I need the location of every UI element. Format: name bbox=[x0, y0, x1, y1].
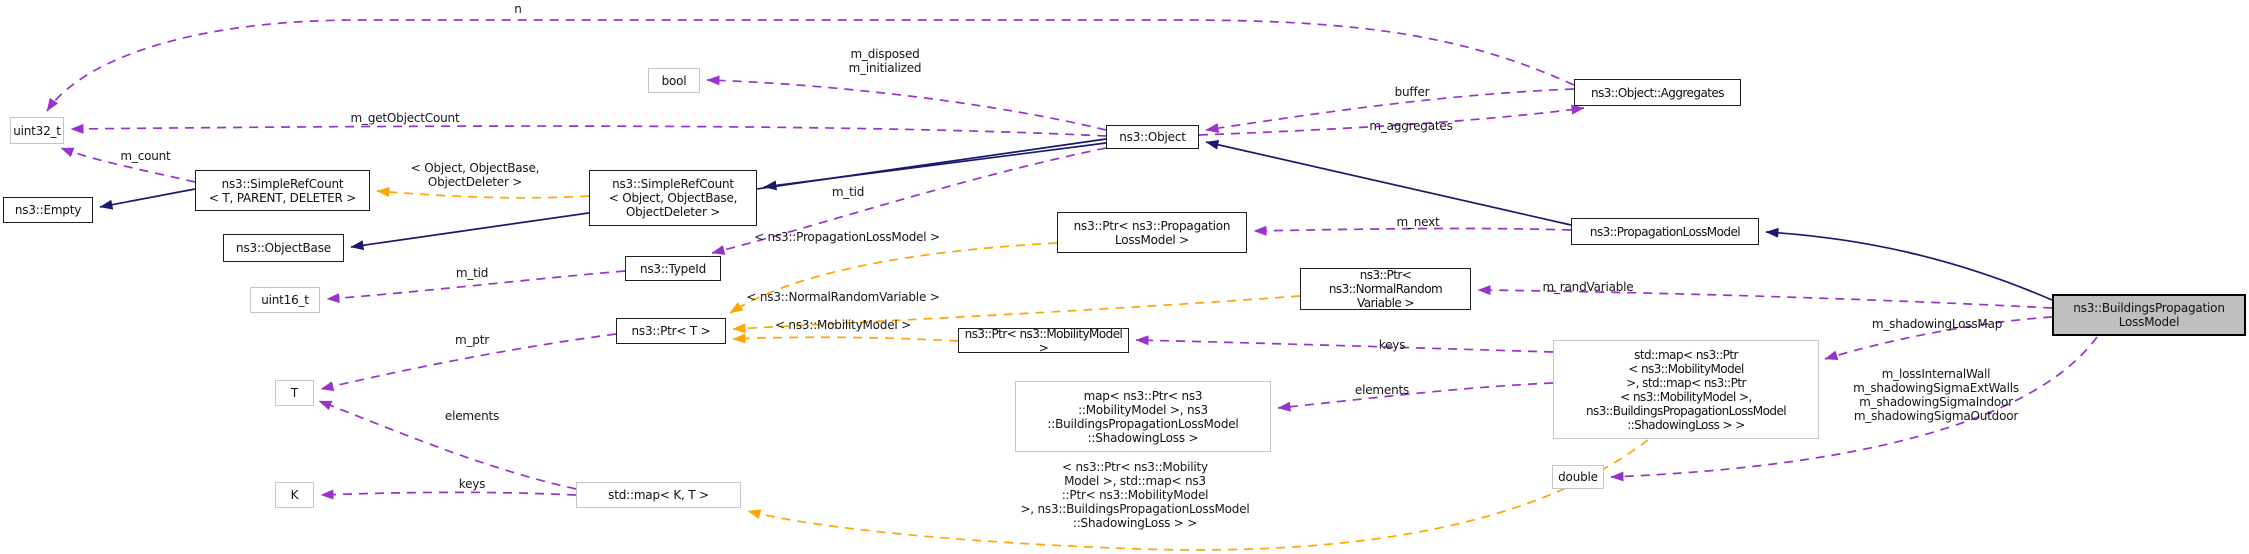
class-box-ns3-buildingspropagationlossmodel[interactable]: ns3::BuildingsPropagation LossModel bbox=[2052, 294, 2246, 336]
edge-label-m-randvariable: m_randVariable bbox=[1542, 280, 1634, 294]
edge-use-aggregates-object-buffer bbox=[1205, 88, 1575, 134]
edge-label-m-aggregates: m_aggregates bbox=[1369, 119, 1453, 133]
class-box-ns3-simplerefcount-object[interactable]: ns3::SimpleRefCount < Object, ObjectBase… bbox=[589, 170, 757, 226]
class-box-ns3-empty[interactable]: ns3::Empty bbox=[3, 197, 93, 223]
edge-label-keys-k: keys bbox=[458, 477, 486, 491]
class-box-ns3-ptr-t[interactable]: ns3::Ptr< T > bbox=[616, 318, 726, 344]
edge-label-m-ptr: m_ptr bbox=[455, 333, 489, 347]
edge-tmpl-srcobject-srct bbox=[376, 187, 590, 199]
edge-inherit-simplerefcount-empty bbox=[99, 188, 196, 210]
class-box-ns3-object-aggregates[interactable]: ns3::Object::Aggregates bbox=[1574, 79, 1741, 106]
edge-inherit-object-simplerefcount bbox=[763, 142, 1107, 191]
edge-use-object-uint32 bbox=[70, 123, 1107, 137]
edge-label-template-shadowingloss-map: < ns3::Ptr< ns3::Mobility Model >, std::… bbox=[1020, 460, 1250, 530]
edge-use-object-bool bbox=[706, 75, 1107, 131]
class-box-ns3-typeid[interactable]: ns3::TypeId bbox=[625, 256, 721, 281]
edge-label-m-getobjectcount: m_getObjectCount bbox=[350, 111, 460, 125]
edge-use-simplerefcount-uint32 bbox=[60, 147, 196, 183]
type-box-bool: bool bbox=[648, 68, 700, 93]
edge-use-bigmap-ptrmm-keys bbox=[1135, 335, 1554, 353]
edge-label-template-mobilitymodel: < ns3::MobilityModel > bbox=[774, 318, 912, 332]
edge-label-m-count: m_count bbox=[120, 149, 171, 163]
edge-label-n: n bbox=[514, 2, 522, 16]
edge-inherit-plm-object bbox=[1205, 139, 1572, 226]
edge-label-elements-map: elements bbox=[1354, 383, 1410, 397]
edge-label-keys-ptr: keys bbox=[1378, 338, 1406, 352]
edge-label-buffer: buffer bbox=[1394, 85, 1430, 99]
class-box-ns3-objectbase[interactable]: ns3::ObjectBase bbox=[223, 234, 344, 262]
edge-label-m-next: m_next bbox=[1396, 215, 1440, 229]
edge-label-template-object-objectbase-objectdeleter: < Object, ObjectBase, ObjectDeleter > bbox=[410, 161, 540, 189]
edge-tmpl-ptrplm-ptrt bbox=[729, 242, 1058, 314]
edge-inherit-bplm-plm bbox=[1765, 227, 2053, 301]
type-box-k: K bbox=[275, 482, 314, 508]
edge-use-plm-ptrplm-next bbox=[1253, 225, 1572, 236]
edge-label-elements-t: elements bbox=[444, 409, 500, 423]
type-box-double: double bbox=[1552, 465, 1604, 489]
type-box-map-shadowingloss: map< ns3::Ptr< ns3 ::MobilityModel >, ns… bbox=[1015, 381, 1271, 452]
edge-use-bplm-ptrnrv bbox=[1477, 285, 2053, 309]
edge-label-m-disposed-m-initialized: m_disposed m_initialized bbox=[848, 47, 922, 75]
edge-use-map-k bbox=[320, 489, 577, 500]
type-box-uint16-t: uint16_t bbox=[250, 287, 320, 313]
type-box-uint32-t: uint32_t bbox=[10, 117, 64, 144]
edge-use-aggregates-uint32-n bbox=[46, 19, 1575, 112]
edge-label-template-propagationlossmodel: < ns3::PropagationLossModel > bbox=[754, 230, 940, 244]
edge-label-m-tid-object: m_tid bbox=[831, 185, 865, 199]
class-box-ns3-propagationlossmodel[interactable]: ns3::PropagationLossModel bbox=[1571, 218, 1759, 245]
edge-use-bplm-bigmap bbox=[1824, 316, 2053, 361]
edge-tmpl-bigmap-mapkt bbox=[747, 439, 1649, 551]
edge-use-object-aggregates bbox=[1198, 104, 1585, 136]
edge-label-m-shadowinglossmap: m_shadowingLossMap bbox=[1871, 317, 2003, 331]
type-box-std-map-shadowingloss-map: std::map< ns3::Ptr < ns3::MobilityModel … bbox=[1553, 340, 1819, 439]
edge-tmpl-ptrnrv-ptrt bbox=[732, 295, 1301, 334]
edge-use-typeid-uint16 bbox=[326, 270, 626, 304]
class-box-ns3-ptr-mobilitymodel[interactable]: ns3::Ptr< ns3::MobilityModel > bbox=[958, 327, 1129, 355]
edge-use-bplm-double bbox=[1610, 336, 2098, 482]
edge-label-m-tid-uint16: m_tid bbox=[455, 266, 489, 280]
edge-tmpl-ptrmm-ptrt bbox=[732, 333, 959, 344]
class-box-ns3-object[interactable]: ns3::Object bbox=[1106, 125, 1199, 149]
type-box-t: T bbox=[275, 380, 314, 406]
class-box-ns3-ptr-propagationlossmodel[interactable]: ns3::Ptr< ns3::Propagation LossModel > bbox=[1057, 212, 1247, 253]
edge-label-shadowing-sigma-members: m_lossInternalWall m_shadowingSigmaExtWa… bbox=[1853, 367, 2019, 423]
edge-use-map-t bbox=[318, 400, 577, 490]
class-box-ns3-ptr-normalrandomvariable[interactable]: ns3::Ptr< ns3::NormalRandom Variable > bbox=[1300, 268, 1471, 310]
class-box-ns3-simplerefcount-t[interactable]: ns3::SimpleRefCount < T, PARENT, DELETER… bbox=[195, 170, 370, 211]
edge-label-template-normalrandomvariable: < ns3::NormalRandomVariable > bbox=[746, 290, 940, 304]
type-box-std-map-k-t: std::map< K, T > bbox=[576, 482, 741, 508]
edge-use-bigmap-shadowmap-elements bbox=[1277, 382, 1554, 412]
